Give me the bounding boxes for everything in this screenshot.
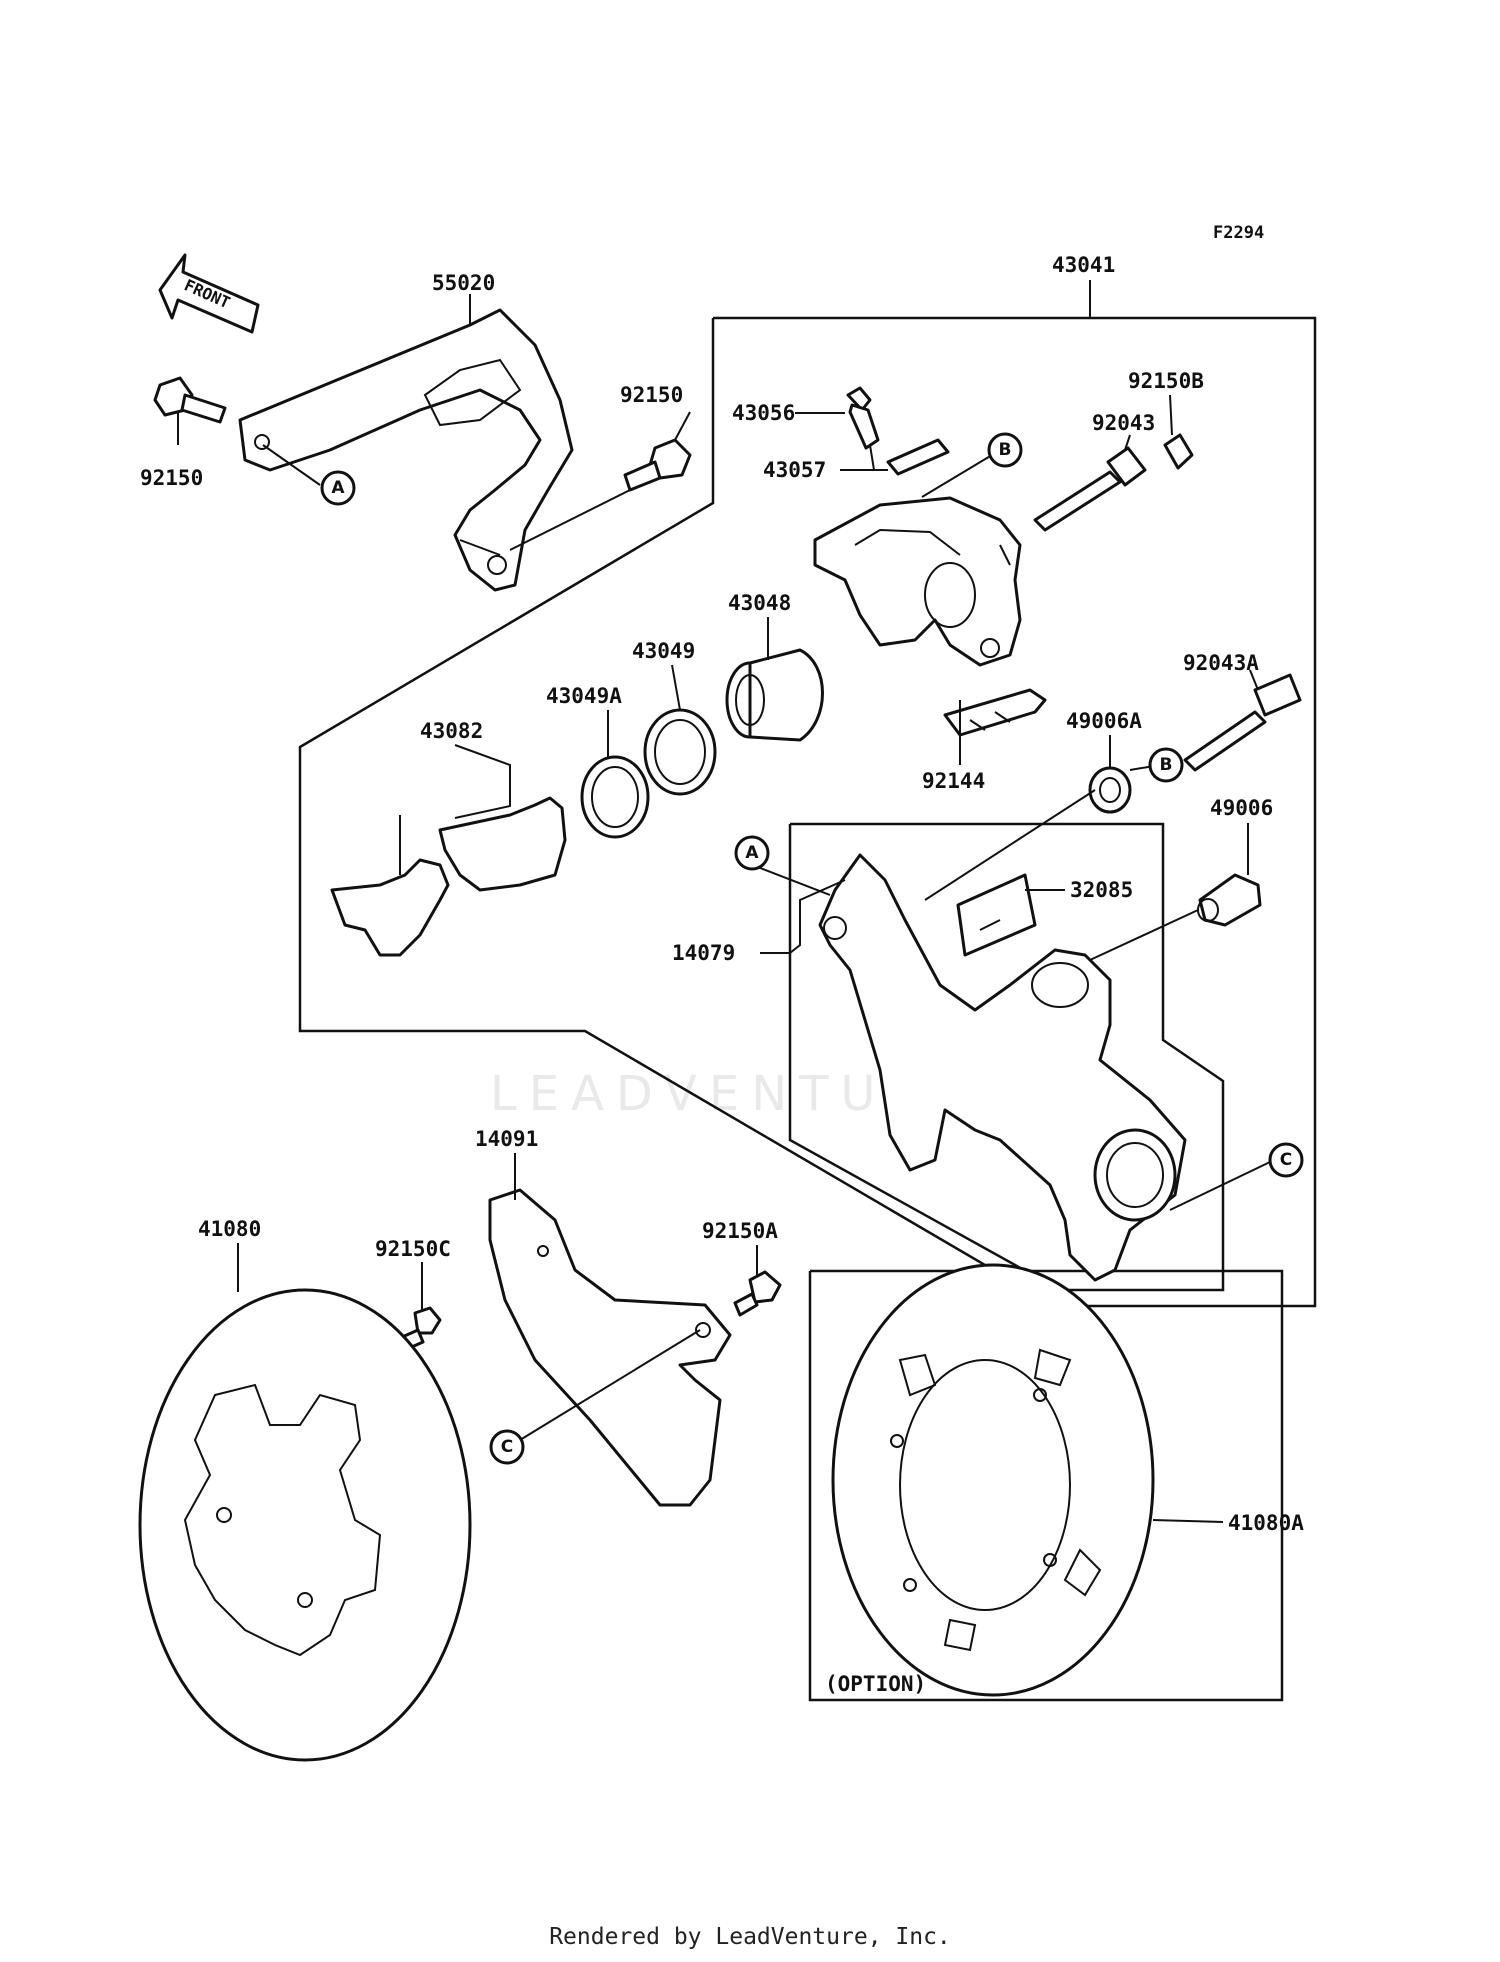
part-label-41080a: 41080A: [1228, 1511, 1304, 1535]
part-label-49006a: 49006A: [1066, 709, 1142, 733]
part-label-43049a: 43049A: [546, 684, 622, 708]
leader-lines: [177, 294, 1271, 1523]
part-label-43056: 43056: [732, 401, 795, 425]
part-label-41080: 41080: [198, 1217, 261, 1241]
caliper-body-part: [813, 496, 1022, 667]
bleeder-screw-part: [846, 386, 880, 471]
pad-spring-part: [943, 688, 1047, 737]
dust-seal-part: [580, 755, 650, 839]
pad-clip-part: [956, 873, 1037, 957]
boot-49006: [1197, 873, 1262, 927]
option-brake-disc-part: [831, 1263, 1155, 1697]
caliper-bracket-part: [818, 853, 1187, 1282]
piston-seal-part: [643, 708, 717, 796]
piston-part: [725, 648, 824, 742]
part-label-43041: 43041: [1052, 253, 1115, 277]
diagram-code: F2294: [1213, 223, 1264, 243]
callout-a-2-letter: A: [745, 843, 759, 863]
brake-pad-set-part: [330, 796, 567, 957]
footer-credit: Rendered by LeadVenture, Inc.: [549, 1924, 951, 1950]
part-label-92150c: 92150C: [375, 1237, 451, 1261]
part-label-49006: 49006: [1210, 796, 1273, 820]
caliper-pin-92043: [1033, 446, 1147, 532]
callout-c-2-letter: C: [501, 1437, 513, 1457]
part-label-92150-right: 92150: [620, 383, 683, 407]
part-label-92043a: 92043A: [1183, 651, 1259, 675]
part-label-92150b: 92150B: [1128, 369, 1204, 393]
part-label-92150-left: 92150: [140, 466, 203, 490]
bleeder-cap-part: [886, 438, 950, 476]
callout-b-1-letter: B: [999, 440, 1012, 460]
callout-a-1: A: [320, 470, 356, 506]
callout-a-1-letter: A: [331, 478, 345, 498]
part-label-32085: 32085: [1070, 878, 1133, 902]
callout-c-1: C: [1268, 1142, 1304, 1178]
part-label-43049: 43049: [632, 639, 695, 663]
callout-b-2-letter: B: [1160, 755, 1173, 775]
part-label-43057: 43057: [763, 458, 826, 482]
bolt-92150a: [733, 1270, 782, 1317]
bolt-92150-left: [153, 376, 227, 424]
callout-a-2: A: [734, 835, 770, 871]
callout-b-2: B: [1148, 747, 1184, 783]
part-label-55020: 55020: [432, 271, 495, 295]
part-label-14091: 14091: [475, 1127, 538, 1151]
callout-c-1-letter: C: [1280, 1150, 1292, 1170]
part-label-92043: 92043: [1092, 411, 1155, 435]
caliper-guard-part: [238, 308, 574, 592]
brake-disc-part: [138, 1288, 472, 1762]
option-outline: (OPTION): [808, 1269, 1284, 1702]
disc-guard-part: [488, 1188, 732, 1507]
bolt-92150-right: [623, 438, 692, 492]
pin-plug-92150b: [1163, 433, 1194, 470]
caliper-pin-92043a: [1183, 673, 1302, 772]
part-label-14079: 14079: [672, 941, 735, 965]
part-label-43082: 43082: [420, 719, 483, 743]
option-label: (OPTION): [825, 1672, 926, 1696]
part-label-92144: 92144: [922, 769, 985, 793]
caliper-assembly-outline: [298, 280, 1317, 1308]
part-label-43048: 43048: [728, 591, 791, 615]
front-arrow-icon: FRONT: [158, 253, 260, 334]
boot-49006a: [1088, 766, 1132, 814]
callout-b-1: B: [987, 432, 1023, 468]
part-label-92150a: 92150A: [702, 1219, 778, 1243]
callout-c-2: C: [489, 1429, 525, 1465]
part-labels: 55020 92150 92150 43041 43056 43057 9215…: [140, 253, 1304, 1535]
